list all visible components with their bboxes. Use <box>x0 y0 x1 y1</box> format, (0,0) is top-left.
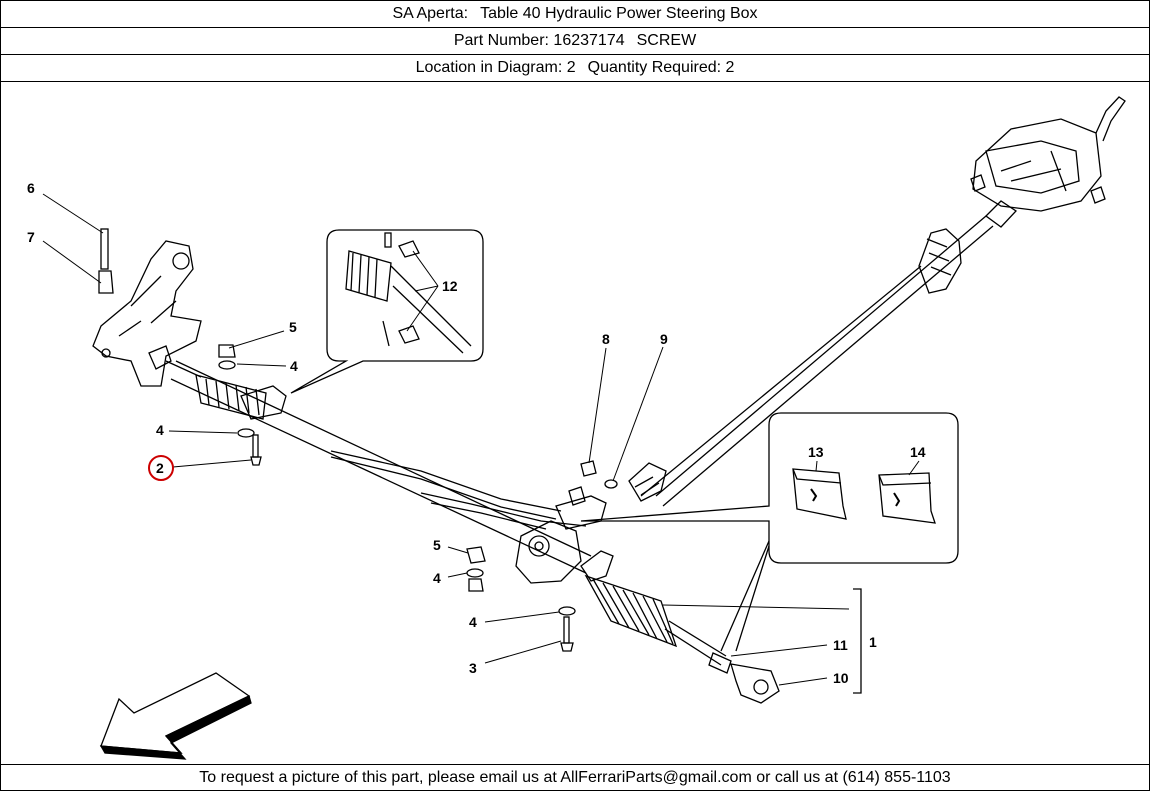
callout-13[interactable]: 13 <box>808 444 824 460</box>
callout-2[interactable]: 2 <box>156 460 164 476</box>
footer-contact: To request a picture of this part, pleas… <box>1 764 1149 791</box>
direction-arrow <box>99 672 252 760</box>
rack-mount-hardware <box>466 460 618 652</box>
title-prefix: SA Aperta: <box>392 5 469 22</box>
steering-column <box>628 96 1126 507</box>
callout-3[interactable]: 3 <box>469 660 477 676</box>
title-row: SA Aperta: Table 40 Hydraulic Power Steer… <box>1 1 1149 28</box>
parts-diagram: 6 7 5 4 4 2 12 8 9 13 14 5 4 4 3 11 10 1 <box>1 83 1149 763</box>
callout-6[interactable]: 6 <box>27 180 35 196</box>
left-knuckle <box>92 228 262 466</box>
page-title: Table 40 Hydraulic Power Steering Box <box>480 5 758 22</box>
location-label: Location in Diagram: <box>415 59 563 76</box>
callout-8[interactable]: 8 <box>602 331 610 347</box>
part-number-row: Part Number: 16237174 SCREW <box>1 28 1149 55</box>
inset-detail-12 <box>290 229 484 394</box>
part-number-value: 16237174 <box>553 32 625 49</box>
callout-4a[interactable]: 4 <box>290 358 298 374</box>
parts-diagram-svg: 6 7 5 4 4 2 12 8 9 13 14 5 4 4 3 11 10 1 <box>27 96 1126 760</box>
part-number-label: Part Number: <box>453 32 549 49</box>
callout-11[interactable]: 11 <box>833 637 848 653</box>
callout-1[interactable]: 1 <box>869 634 877 650</box>
callout-4b[interactable]: 4 <box>156 422 164 438</box>
location-value: 2 <box>566 59 576 76</box>
callout-5b[interactable]: 5 <box>433 537 441 553</box>
quantity-label: Quantity Required: <box>587 59 722 76</box>
callout-14[interactable]: 14 <box>910 444 926 460</box>
steering-rack <box>170 360 780 704</box>
callout-7[interactable]: 7 <box>27 229 35 245</box>
callout-5a[interactable]: 5 <box>289 319 297 335</box>
quantity-value: 2 <box>725 59 735 76</box>
inset-detail-13-14 <box>580 412 959 652</box>
assembly-bracket <box>853 588 862 694</box>
callout-4c[interactable]: 4 <box>433 570 441 586</box>
callout-12[interactable]: 12 <box>442 278 458 294</box>
callout-4d[interactable]: 4 <box>469 614 477 630</box>
highlight-circle <box>148 455 174 481</box>
callout-9[interactable]: 9 <box>660 331 668 347</box>
part-name: SCREW <box>636 32 697 49</box>
footer-text: To request a picture of this part, pleas… <box>199 769 951 786</box>
leader-lines <box>42 193 920 686</box>
callout-10[interactable]: 10 <box>833 670 849 686</box>
